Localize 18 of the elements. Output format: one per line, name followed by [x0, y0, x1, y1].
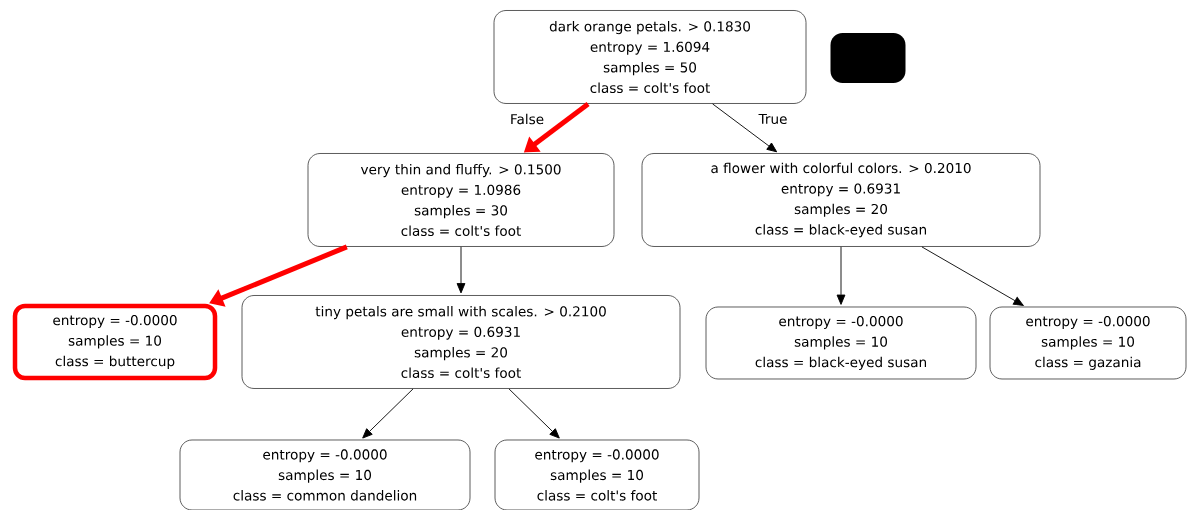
highlighted-leaf-box: entropy = -0.0000 samples = 10 class = buttercup: [12, 303, 218, 381]
tree-node-box: entropy = -0.0000 samples = 10 class = common dandelion: [179, 439, 471, 510]
tree-node-box: entropy = -0.0000 samples = 10 class = gazania: [989, 306, 1187, 380]
arrow: [712, 103, 778, 153]
arrow: [508, 388, 560, 439]
tree-node-box: very thin and fluffy. > 0.1500 entropy = 1.0986 samples = 30 class = colt's foot: [307, 153, 615, 247]
arrow: [456, 246, 466, 294]
arrow: [362, 388, 414, 439]
edge-label: True: [757, 112, 789, 126]
tree-node-box: entropy = -0.0000 samples = 10 class = black-eyed susan: [705, 306, 977, 380]
filled-box: [830, 33, 906, 83]
tree-node-box: entropy = -0.0000 samples = 10 class = colt's foot: [494, 439, 700, 510]
edge-label: False: [508, 112, 546, 126]
tree-node-box: tiny petals are small with scales. > 0.2100 entropy = 0.6931 samples = 20 class = colt's foot: [241, 295, 681, 389]
tree-node-box: dark orange petals. > 0.1830 entropy = 1.6094 samples = 50 class = colt's foot: [493, 10, 807, 104]
arrow: [836, 246, 846, 305]
tree-node-box: a flower with colorful colors. > 0.2010 entropy = 0.6931 samples = 20 class = black-eyed susan: [641, 153, 1041, 247]
arrow: [921, 246, 1024, 306]
